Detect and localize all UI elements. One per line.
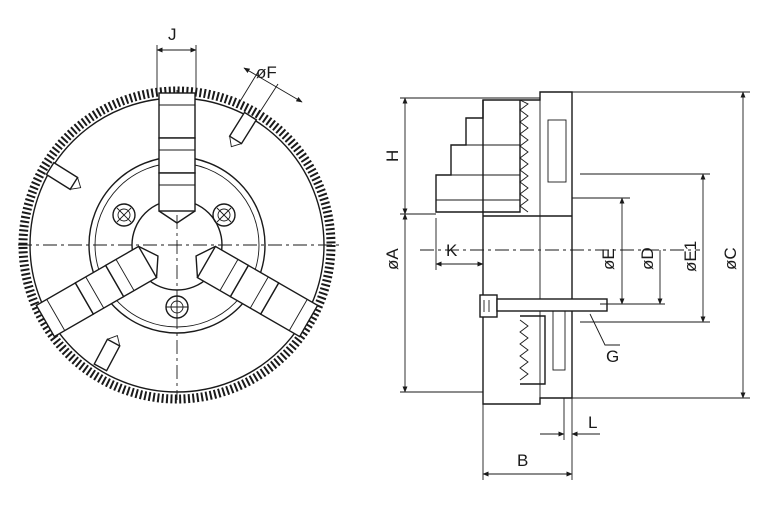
dimension-label-d: øD <box>638 247 657 270</box>
dimension-label-k: K <box>446 241 458 260</box>
mounting-screw-right <box>212 203 236 227</box>
front-view: J øF <box>18 25 340 404</box>
mounting-screw-left <box>112 203 136 227</box>
lower-serrations <box>519 319 529 381</box>
pinion-socket-upper-right <box>228 111 258 148</box>
mounting-bolt-shank <box>496 298 608 312</box>
upper-jaw-section <box>435 100 521 213</box>
dimension-label-e: øE <box>599 248 618 270</box>
dimension-label-a: øA <box>383 248 402 270</box>
dimension-label-l: L <box>588 413 597 432</box>
side-view: H øA K øE øD øE1 øC G L B <box>383 91 750 480</box>
mounting-screw-bottom <box>165 295 189 319</box>
dimension-label-g: G <box>606 347 619 366</box>
dimension-label-c: øC <box>721 247 740 270</box>
dimension-label-f: øF <box>256 63 277 82</box>
chuck-body-section <box>482 91 573 405</box>
pinion-socket-lower <box>93 334 121 372</box>
lower-scroll-detail <box>552 309 566 371</box>
dimension-label-e1: øE1 <box>681 241 700 272</box>
pinion-socket-left <box>45 161 82 191</box>
dimension-label-h: H <box>383 150 402 162</box>
upper-serrations <box>519 99 529 213</box>
jaw-top <box>158 92 196 224</box>
dimension-label-b: B <box>517 451 528 470</box>
dimension-label-j: J <box>168 25 177 44</box>
mounting-bolt-head <box>479 294 498 318</box>
upper-scroll-detail <box>547 119 567 183</box>
